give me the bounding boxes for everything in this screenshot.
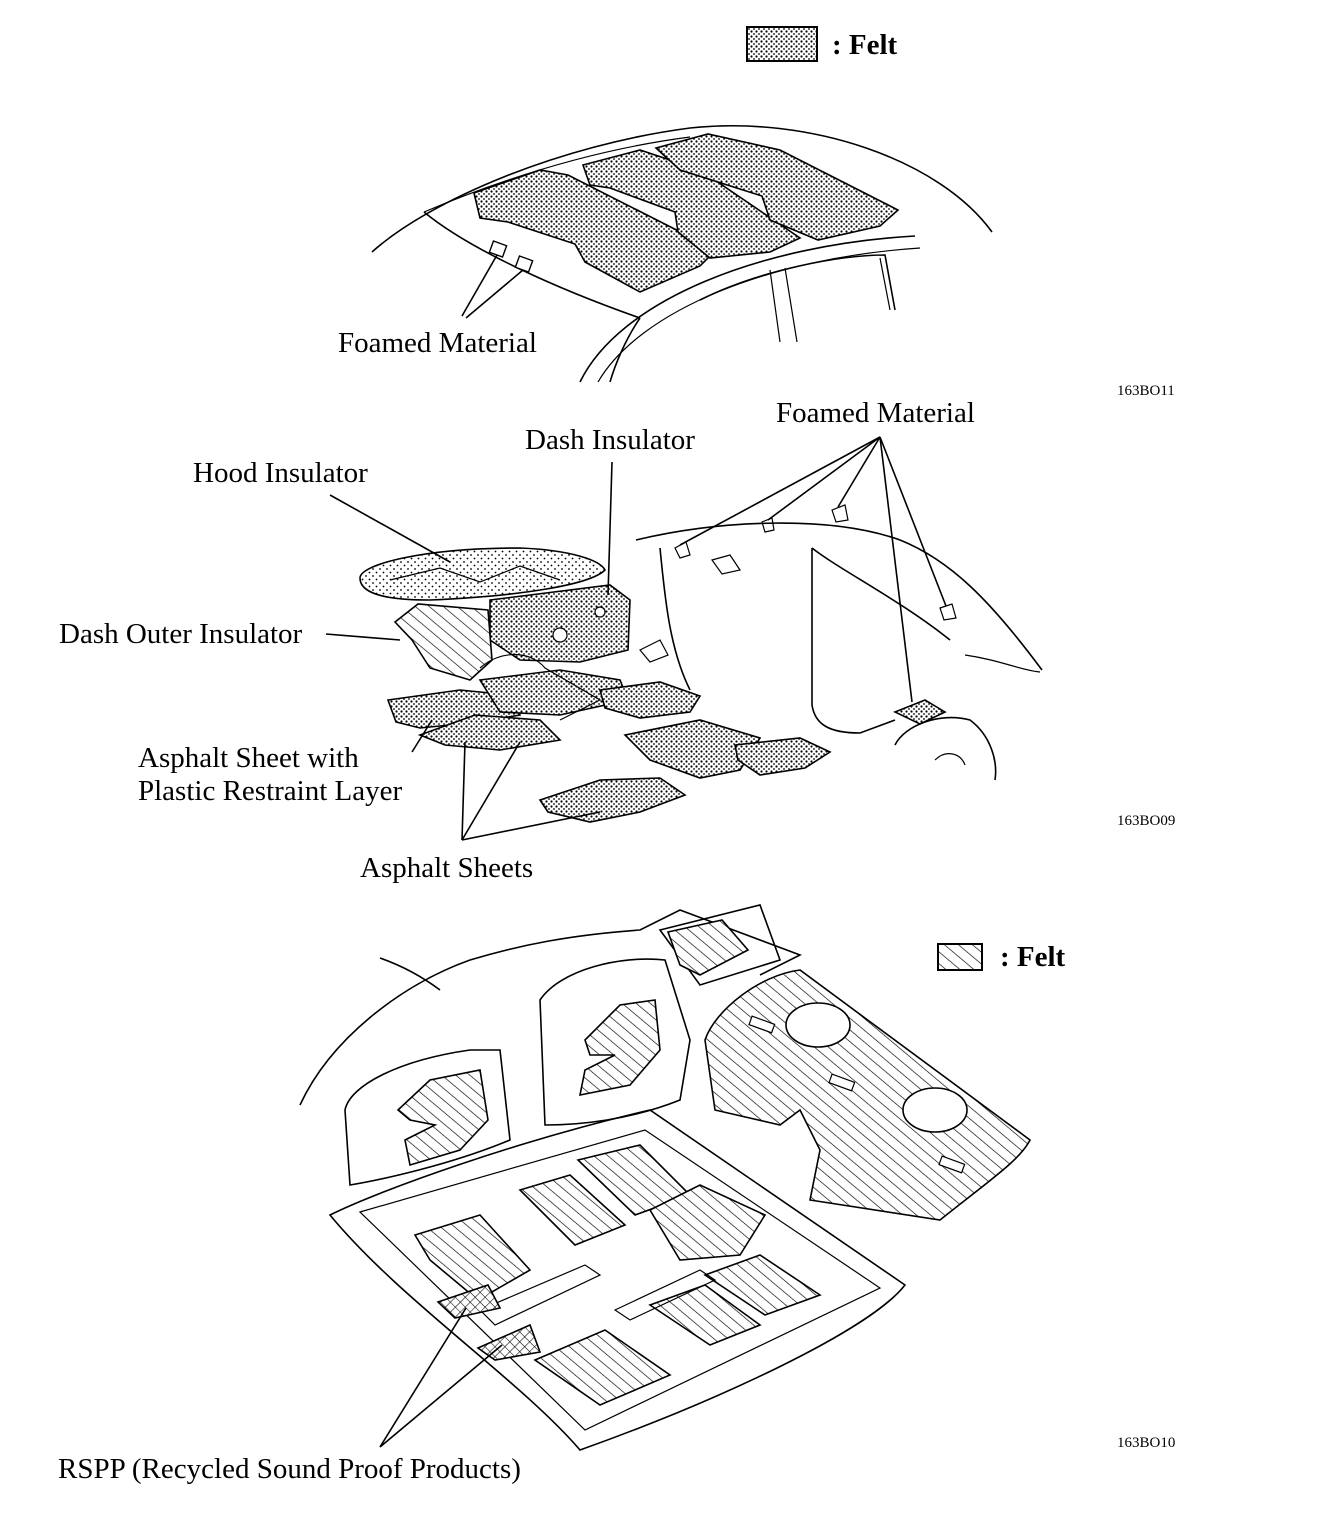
floor-foamed-material-label: Foamed Material: [776, 397, 975, 429]
dash-hole-1: [552, 627, 568, 643]
floor-felt-pad-2: [518, 1174, 627, 1246]
asphalt-sheets-label: Asphalt Sheets: [360, 852, 533, 884]
dash-hole-2: [594, 606, 606, 618]
roof-foamed-material-label: Foamed Material: [338, 327, 537, 359]
asphalt-restraint-leader: [411, 719, 433, 753]
side-felt-pad-1: [396, 1069, 489, 1167]
floor-felt-pad-4: [648, 1184, 767, 1261]
hood-insulator: [359, 547, 606, 601]
dash-insulator: [489, 584, 631, 663]
floor-foamed-clip-5: [939, 603, 957, 621]
roof-inner-line: [423, 136, 691, 213]
roof-rear-rail: [579, 235, 916, 383]
door-frame: [699, 254, 896, 311]
body-rear-line: [964, 654, 1041, 673]
interior-side-panel: [344, 1049, 511, 1186]
dash-outer-insulator-label: Dash Outer Insulator: [59, 618, 303, 650]
asphalt-sheet-6: [538, 777, 687, 823]
asphalt-sheets-leader-2: [461, 741, 521, 841]
wheel-arch: [894, 716, 997, 781]
floor-tunnel-bar-1: [478, 1264, 602, 1326]
floor-foamed-clip-7: [639, 639, 669, 663]
interior-figure-code: 163BO10: [1117, 1435, 1175, 1451]
hood-insulator-ribs: [389, 565, 561, 583]
foamed-leader-3: [837, 436, 881, 508]
floor-foamed-clip-2: [711, 554, 741, 575]
asphalt-sheet-1: [417, 714, 562, 751]
foamed-leader-4: [879, 436, 947, 607]
floor-felt-pad-5: [533, 1329, 672, 1406]
tray-slot-2: [828, 1073, 856, 1092]
floor-carpet-outline: [328, 1109, 907, 1451]
door-frame-rear: [879, 257, 891, 311]
tray-slot-3: [938, 1155, 966, 1174]
dash-insulator-label: Dash Insulator: [525, 424, 695, 456]
rspp-piece-2: [476, 1323, 542, 1361]
rspp-piece-1: [436, 1284, 502, 1319]
tray-slot-1: [748, 1015, 776, 1034]
roof-figure-code: 163BO11: [1117, 383, 1175, 399]
floor-felt-pad-7: [703, 1254, 822, 1316]
body-c-pillar: [811, 547, 951, 641]
floor-figure-code: 163BO09: [1117, 813, 1175, 829]
foamed-leader-2: [767, 436, 881, 521]
legend-felt-dotted-label: : Felt: [832, 29, 898, 61]
asphalt-sheet-restraint-label-line1: Asphalt Sheet with: [138, 742, 359, 774]
rspp-leader-1: [379, 1307, 467, 1448]
body-roofline: [635, 522, 1043, 671]
asphalt-sheet-5: [734, 737, 832, 776]
roof-felt-pad-1: [473, 169, 718, 293]
interior-illustration: [299, 904, 1032, 1451]
interior-shell: [299, 909, 802, 1106]
interior-shell-left: [379, 957, 441, 991]
speaker-hole-right: [902, 1087, 968, 1133]
roof-foamed-clip-1: [488, 240, 508, 258]
asphalt-sheet-restraint-label-line2: Plastic Restraint Layer: [138, 775, 402, 807]
floor-illustration: [325, 436, 1043, 841]
interior-door-panel: [539, 958, 691, 1126]
floor-tunnel-bar-2: [613, 1269, 717, 1321]
legend-swatch-dotted: [746, 26, 818, 62]
dash-outer-leader: [325, 633, 401, 641]
roof-felt-pad-3: [654, 133, 900, 241]
asphalt-sheet-3: [598, 681, 702, 719]
floor-foamed-clip-6: [893, 699, 947, 725]
legend-swatch-hatched: [937, 943, 983, 971]
floor-foamed-clip-4: [831, 504, 849, 523]
foamed-leader-1: [679, 436, 881, 546]
body-door-opening: [811, 548, 896, 734]
asphalt-sheets-leader-1: [461, 741, 466, 841]
dash-outer-insulator: [393, 603, 493, 681]
hood-insulator-leader: [329, 494, 451, 563]
side-felt-pad-3: [666, 919, 750, 976]
wheel-inner: [934, 753, 966, 766]
floor-tunnel: [479, 654, 602, 721]
asphalt-sheets-leader-3: [461, 811, 601, 841]
dash-insulator-leader: [607, 461, 613, 596]
rspp-leader-2: [379, 1344, 503, 1448]
pillar-a: [609, 317, 641, 383]
speaker-hole-left: [785, 1002, 851, 1048]
hood-insulator-label: Hood Insulator: [193, 457, 368, 489]
roof-foamed-clip-2: [514, 255, 534, 273]
floor-foamed-clip-3: [761, 517, 775, 533]
foamed-leader-5: [879, 436, 913, 703]
asphalt-sheet-4: [623, 719, 762, 779]
package-tray: [704, 969, 1032, 1221]
floor-felt-pad-6: [648, 1284, 762, 1346]
door-frame-inner: [769, 267, 798, 343]
legend-felt-hatched: : Felt: [937, 941, 1066, 973]
roof-illustration: [371, 124, 993, 383]
rspp-label: RSPP (Recycled Sound Proof Products): [58, 1453, 521, 1485]
legend-felt-hatched-label: : Felt: [1000, 941, 1066, 973]
side-felt-pad-2: [578, 999, 661, 1097]
body-b-pillar: [659, 547, 691, 691]
floor-felt-pad-1: [413, 1214, 532, 1301]
roof-foamed-leader-2: [465, 269, 524, 319]
legend-felt-dotted: : Felt: [746, 26, 898, 62]
roof-foamed-leader-1: [461, 254, 498, 317]
